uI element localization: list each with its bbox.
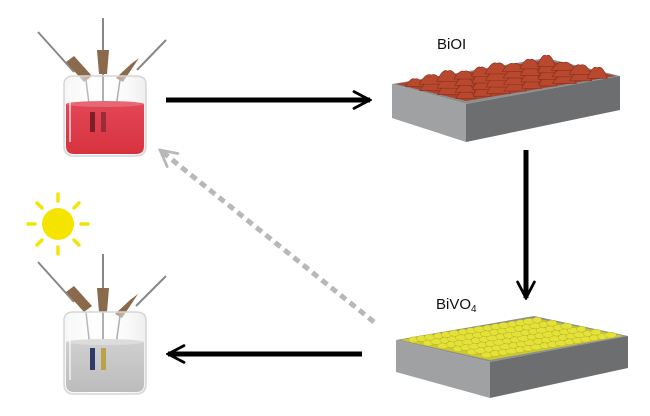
bioi-flake: [568, 64, 592, 75]
bivo4-label: BiVO4: [436, 296, 477, 315]
dashed-arrow-bivo4-to-cell: [160, 148, 376, 324]
bioi-label: BiOI: [437, 36, 467, 53]
bivo4-label-main: BiVO: [436, 296, 472, 313]
bioi-flake: [436, 70, 460, 82]
bioi-flake: [550, 61, 576, 71]
bioi-substrate-icon: [392, 54, 620, 142]
bivo4-label-subscript: 4: [471, 304, 477, 315]
bivo4-grain: [532, 316, 543, 324]
electrochemical-cell-grey-icon: [37, 254, 167, 395]
bivo4-substrate-icon: [396, 316, 628, 398]
bioi-flake: [536, 54, 556, 67]
bivo4-grain: [576, 325, 587, 333]
bivo4-grain: [590, 328, 602, 336]
bivo4-grain: [546, 319, 558, 327]
electrochemical-cell-red-icon: [37, 18, 167, 157]
bioi-flake: [586, 66, 608, 79]
bivo4-grain: [604, 331, 617, 339]
sun-icon: [26, 192, 90, 256]
bivo4-grain: [560, 322, 573, 330]
